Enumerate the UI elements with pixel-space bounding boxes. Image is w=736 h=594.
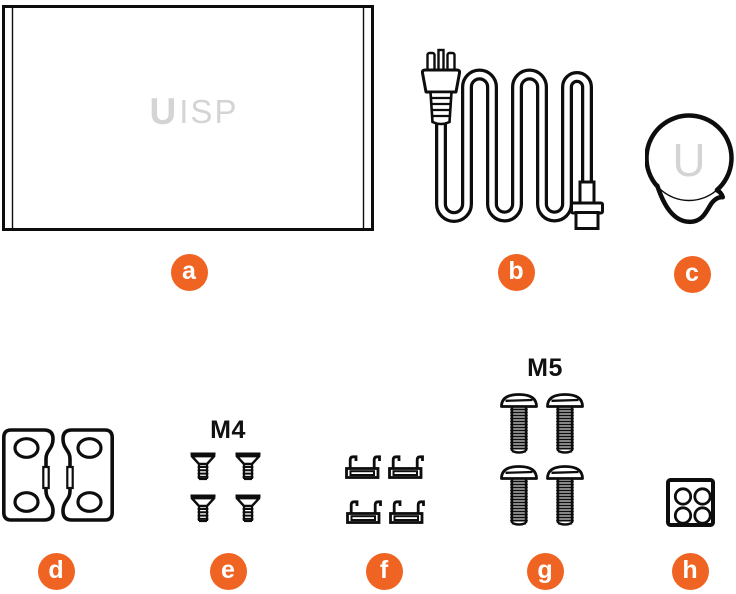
item-badge-c: c [673, 255, 711, 293]
uisp-logo-isp: ISP [179, 92, 239, 130]
m4-screws-icon [190, 452, 262, 523]
item-badge-g: g [526, 552, 564, 590]
item-badge-h: h [671, 552, 709, 590]
m5-screws-icon [500, 393, 584, 526]
m4-label: M4 [210, 416, 246, 444]
round-device-icon: U [645, 113, 734, 225]
power-cord-icon [420, 48, 604, 230]
item-badge-e: e [209, 552, 247, 590]
item-badge-f: f [365, 552, 403, 590]
rubber-feet-icon [666, 478, 715, 527]
item-badge-d: d [37, 552, 75, 590]
round-device-logo-u: U [672, 134, 705, 186]
item-badge-a: a [170, 253, 208, 291]
mounting-brackets-icon [2, 428, 114, 522]
uisp-logo-u: U [149, 90, 177, 132]
item-badge-b: b [497, 253, 535, 291]
cable-clips-icon [345, 455, 425, 524]
m5-label: M5 [527, 354, 563, 382]
uisp-logo: U ISP [2, 90, 374, 132]
device-chassis-icon [2, 5, 374, 231]
